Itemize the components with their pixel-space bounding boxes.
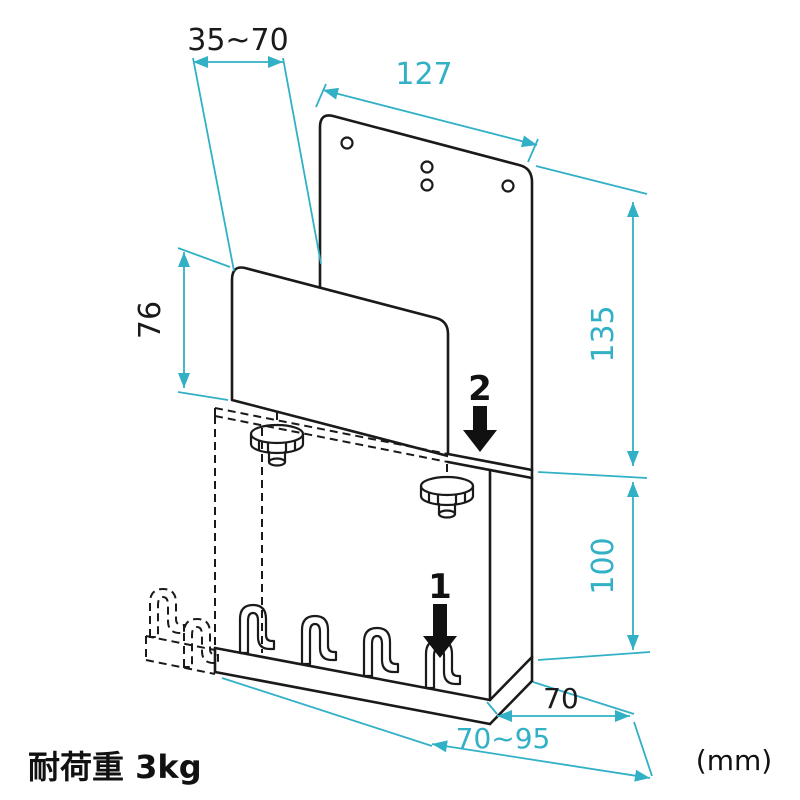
clamp-knob-icon (249, 423, 305, 467)
knob-bottom (419, 494, 475, 507)
witness-line (192, 57, 235, 272)
cable-hook-icon (300, 614, 338, 666)
clamp-knob-icon (419, 475, 475, 519)
load-capacity-label: 耐荷重 3kg (28, 748, 202, 786)
unit-label: (mm) (696, 744, 772, 777)
witness-line (486, 701, 498, 715)
dimension-labels: 35~70 127 76 135 100 70 70~95 (mm) 耐荷重 3… (28, 23, 772, 786)
cable-hook-icon (238, 603, 276, 655)
witness-line (177, 391, 229, 401)
front-plate (230, 266, 450, 458)
ghost-band-top (145, 635, 216, 651)
witness-line (537, 471, 648, 479)
mounting-hole-icon (501, 179, 515, 193)
hidden-lines (145, 407, 449, 675)
step-arrows: 2 1 (423, 369, 497, 658)
bracket-band-face (215, 648, 490, 724)
mounting-hole-icon (420, 178, 434, 192)
shelf-edge-face (448, 454, 532, 478)
dim-lower-height-label: 100 (586, 537, 621, 594)
dim-bottom-depth-label: 70 (543, 682, 579, 715)
witness-line (315, 83, 327, 108)
shelf-hidden-top (214, 407, 449, 455)
ghost-cable-hook-icon (149, 587, 185, 638)
dim-width-label: 127 (395, 57, 452, 92)
witness-line (177, 247, 231, 268)
front-plate-face (232, 267, 448, 456)
bracket-band-top-edge (213, 646, 492, 702)
bracket-band-bottom-edge (213, 670, 492, 726)
witness-line (633, 721, 653, 777)
ghost-hooks (149, 587, 219, 668)
dimension-lines (177, 56, 653, 782)
step-2-label: 2 (468, 369, 492, 409)
clamp-knobs (249, 423, 475, 519)
step-1-label: 1 (428, 567, 452, 607)
ghost-band-bottom (145, 659, 216, 675)
shelf-hidden-bottom (214, 415, 449, 463)
mounting-hole-icon (420, 160, 434, 174)
dim-back-height-label: 135 (586, 305, 621, 362)
ghost-cable-hook-icon (183, 617, 219, 668)
cable-hook-icon (362, 626, 400, 678)
bracket-band-right-top (488, 655, 534, 702)
dim-front-height-label: 76 (133, 301, 168, 339)
down-arrow-icon (423, 604, 457, 658)
front-plate-outline (230, 266, 450, 458)
dim-line-width (322, 87, 538, 148)
witness-line (282, 57, 322, 265)
down-arrow-icon (463, 406, 497, 452)
bracket-right-face (490, 657, 532, 724)
dim-bottom-width-label: 70~95 (456, 722, 551, 755)
dim-top-depth-label: 35~70 (187, 23, 288, 58)
witness-line (537, 651, 651, 661)
shelf-front-edge (446, 452, 534, 472)
knob-stem-end (437, 509, 457, 519)
knob-bottom (249, 442, 305, 455)
witness-line (221, 677, 433, 747)
witness-line (535, 165, 648, 195)
knob-stem-end (267, 457, 287, 467)
witness-line (532, 681, 635, 715)
dim-line-bottom-width (431, 740, 651, 782)
